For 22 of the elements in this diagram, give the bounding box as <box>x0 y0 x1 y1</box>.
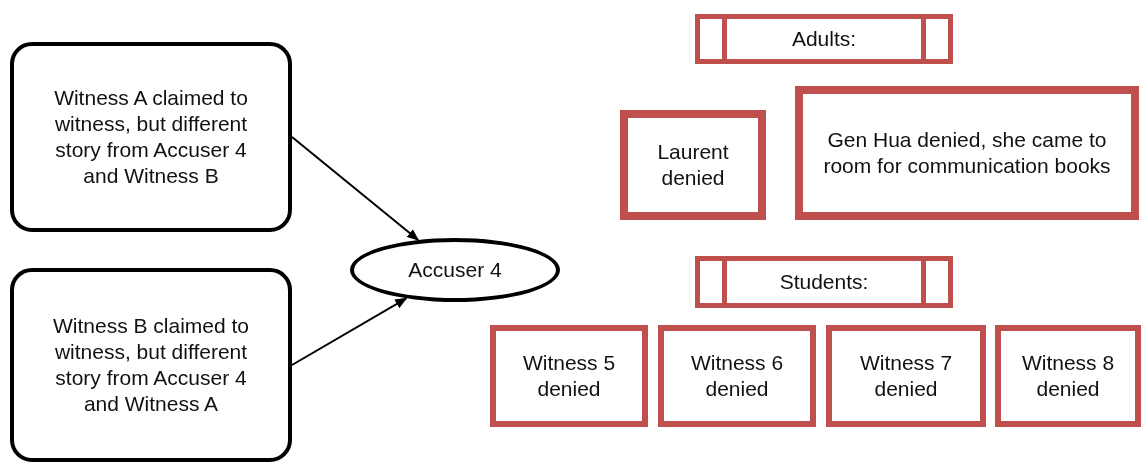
node-label: Witness 8 denied <box>1020 349 1116 402</box>
statement-box <box>995 325 1141 427</box>
node-label: Students: <box>779 268 869 295</box>
process-box <box>10 42 292 232</box>
node-label: Witness 6 denied <box>689 349 785 402</box>
statement-box <box>620 110 766 220</box>
node-label: Witness B claimed to witness, but different story from Accuser 4 and Witness A <box>51 312 251 418</box>
node-label: Witness A claimed to witness, but different story from Accuser 4 and Witness B <box>53 84 249 190</box>
node-label: Gen Hua denied, she came to room for communication books <box>822 126 1112 179</box>
statement-box <box>826 325 986 427</box>
statement-box <box>490 325 648 427</box>
header-box <box>695 256 953 308</box>
node-label: Adults: <box>791 25 857 52</box>
statement-box <box>795 86 1139 220</box>
arrow <box>291 136 420 241</box>
statement-box <box>658 325 816 427</box>
node-label: Accuser 4 <box>408 256 502 283</box>
node-label: Witness 7 denied <box>858 349 954 402</box>
node-label: Laurent denied <box>656 138 730 191</box>
node-label: Witness 5 denied <box>521 349 617 402</box>
process-box <box>10 268 292 462</box>
header-box <box>695 14 953 64</box>
